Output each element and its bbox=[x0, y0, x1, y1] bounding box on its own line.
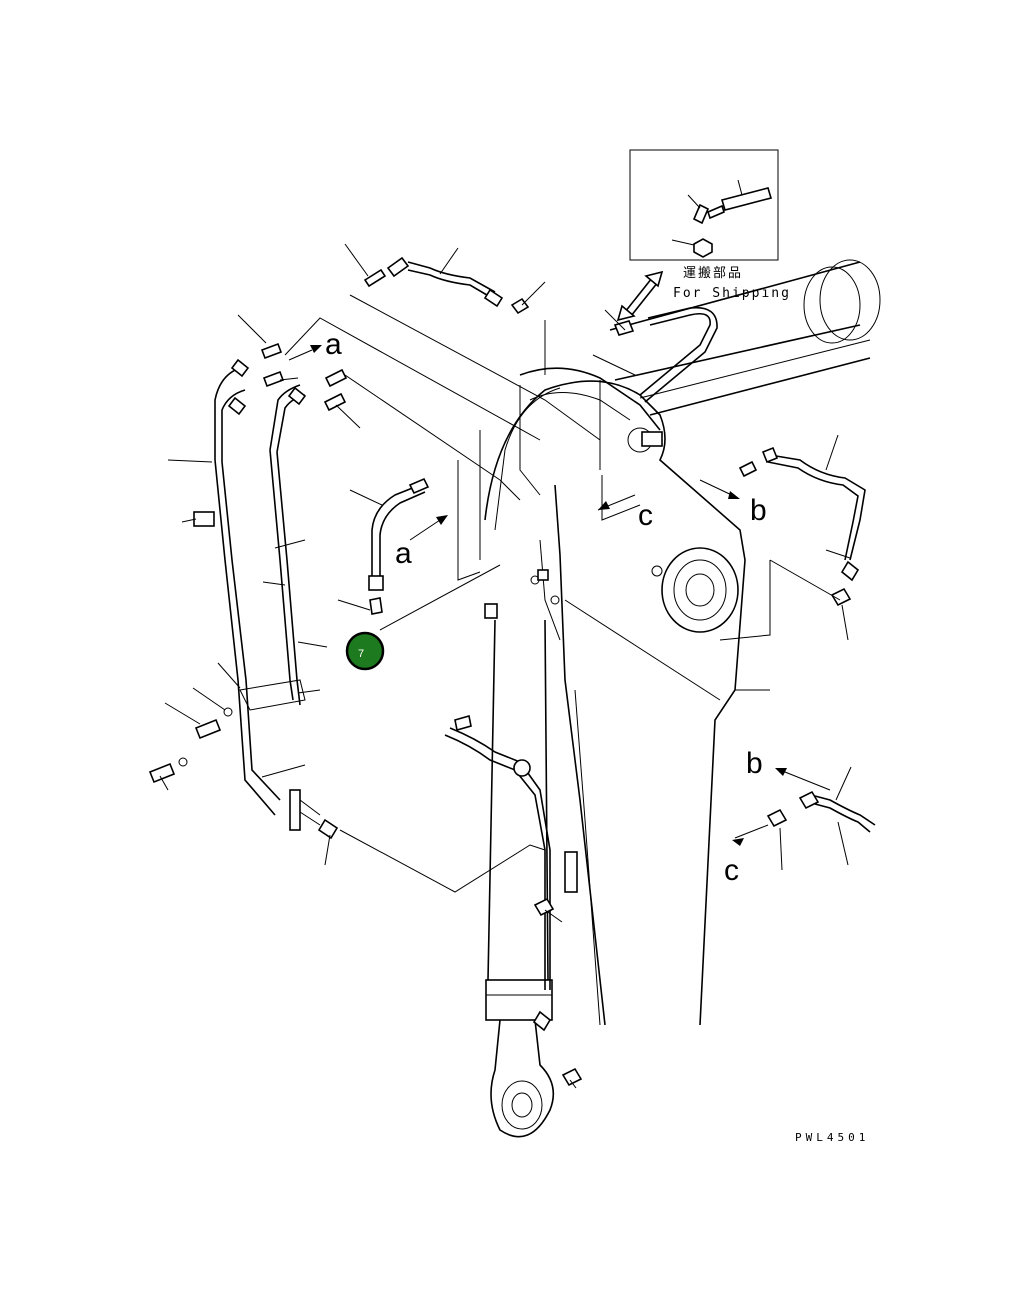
bolts-lower-left bbox=[148, 707, 233, 784]
boom-cylinder bbox=[609, 259, 881, 416]
lower-right-piping bbox=[766, 790, 876, 833]
section-letter-c-upper: c bbox=[638, 499, 653, 532]
shipping-caption-en: For Shipping bbox=[673, 286, 791, 301]
fittings-top-left bbox=[227, 256, 530, 416]
section-letter-b-lower: b bbox=[746, 747, 763, 780]
arm-piping bbox=[444, 603, 583, 1087]
shipping-double-arrow bbox=[616, 270, 664, 322]
shipping-caption-jp: 運搬部品 bbox=[683, 266, 743, 281]
section-arrows bbox=[288, 345, 831, 846]
callout-number: 7 bbox=[358, 648, 364, 660]
section-letter-b-upper: b bbox=[750, 494, 767, 527]
section-lines bbox=[284, 294, 841, 893]
left-piping bbox=[193, 367, 339, 840]
hose-a bbox=[368, 477, 430, 615]
drawing-code: PWL4501 bbox=[795, 1131, 869, 1144]
right-piping-b bbox=[613, 306, 866, 607]
section-letter-a-centre: a bbox=[395, 537, 412, 570]
leader-lines bbox=[159, 243, 852, 1089]
shipping-inset bbox=[629, 149, 779, 261]
section-letter-c-lower: c bbox=[724, 854, 739, 887]
callout-marker[interactable]: 7 bbox=[345, 631, 385, 671]
arm-cylinder bbox=[485, 619, 555, 1138]
arm-body bbox=[479, 367, 746, 1026]
section-letter-a-top: a bbox=[325, 328, 342, 361]
